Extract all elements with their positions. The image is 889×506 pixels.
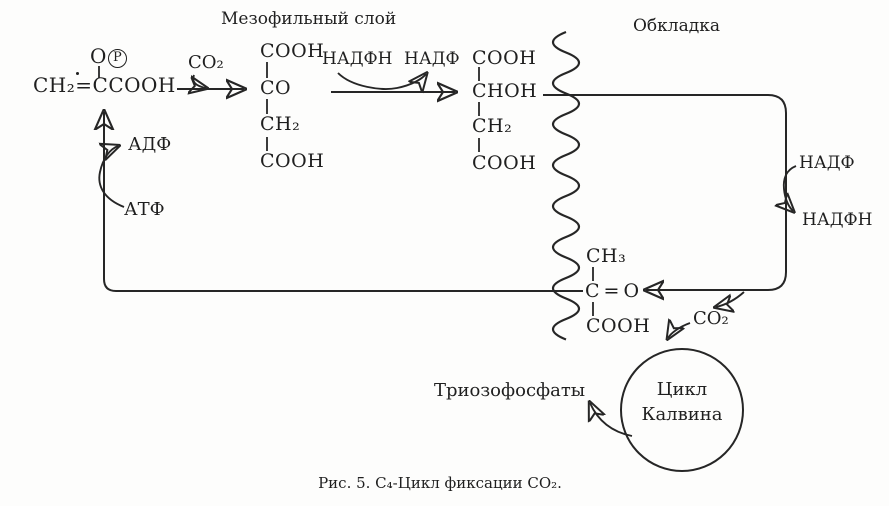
enol-bond-dot xyxy=(76,72,79,75)
co2-release-arrow xyxy=(716,291,745,307)
membrane-wavy-line xyxy=(551,30,581,341)
calvin-cycle-label: Цикл Калвина xyxy=(622,377,742,427)
nadp-mesophyll-label: НАДФ xyxy=(404,49,460,69)
nadp-nadph-arrow xyxy=(784,165,796,211)
co2-sheath-label: CO₂ xyxy=(693,308,729,329)
co2-mesophyll-label: CO₂ xyxy=(188,52,224,73)
triose-phosphates-label: Триозофосфаты xyxy=(434,380,586,401)
pyruvate-row-ceqo: C=O xyxy=(585,280,644,302)
oaa-row-ch2: CH₂ xyxy=(260,113,301,135)
calvin-cycle-line2: Калвина xyxy=(641,404,723,425)
malate-row-choh: CHOH xyxy=(472,80,538,102)
bundle-sheath-title: Обкладка xyxy=(633,16,720,36)
oaa-row-co: CO xyxy=(260,77,292,99)
pyruvate-row-ch3: CH₃ xyxy=(586,245,627,267)
pep-formula: CH₂=CCOOH xyxy=(33,73,176,97)
co2-merge-arrow xyxy=(193,74,206,88)
malate-to-pyruvate-line xyxy=(543,94,787,290)
oaa-row-cooh-bottom: COOH xyxy=(260,150,325,172)
calvin-cycle-circle xyxy=(620,348,744,472)
calvin-cycle-line1: Цикл xyxy=(656,379,708,400)
pep-o-label: O xyxy=(90,44,107,68)
nadph-mesophyll-label: НАДФН xyxy=(322,49,393,69)
circled-p-symbol: P xyxy=(107,48,127,68)
calvin-to-triose-arrow xyxy=(590,403,633,437)
co2-to-calvin-arrow xyxy=(668,323,691,338)
nadph-nadp-arrow xyxy=(337,73,426,89)
atp-label: АТФ xyxy=(124,199,165,220)
adp-label: АДФ xyxy=(128,134,172,155)
nadp-sheath-label: НАДФ xyxy=(799,153,855,173)
pyruvate-row-cooh: COOH xyxy=(586,315,651,337)
nadph-sheath-label: НАДФН xyxy=(802,210,873,230)
atp-adp-arrow xyxy=(98,146,125,208)
malate-row-cooh-bottom: COOH xyxy=(472,152,537,174)
oaa-row-cooh-top: COOH xyxy=(260,40,325,62)
mesophyll-layer-title: Мезофильный слой xyxy=(221,9,397,29)
malate-row-cooh-top: COOH xyxy=(472,47,537,69)
malate-row-ch2: CH₂ xyxy=(472,115,513,137)
pyruvate-to-pep-line xyxy=(104,112,583,292)
figure-caption: Рис. 5. C₄-Цикл фиксации CO₂. xyxy=(318,474,562,492)
